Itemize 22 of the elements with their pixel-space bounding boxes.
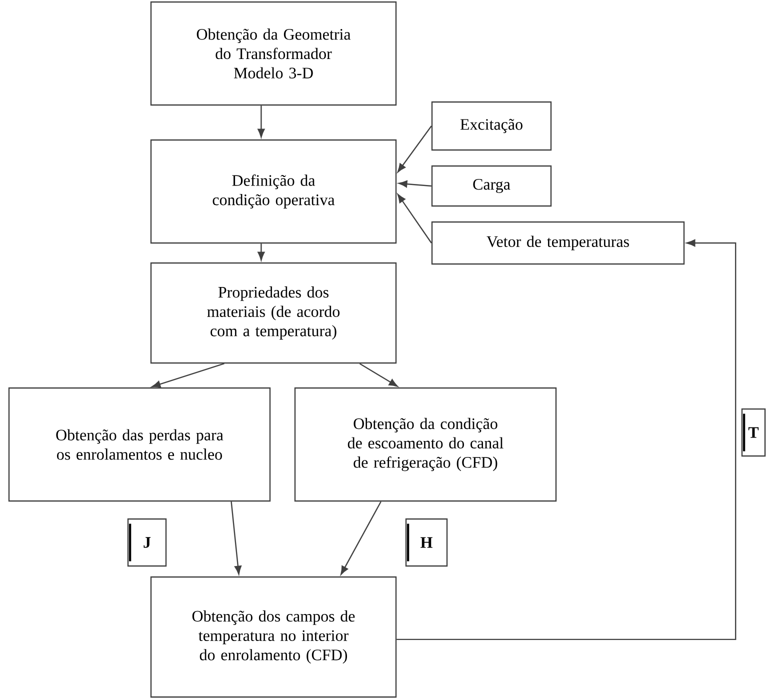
process-box: Carga [431,165,552,207]
letter-box: T [741,408,766,457]
process-box: Vetor de temperaturas [431,221,685,265]
process-box: Obtenção das perdas para os enrolamentos e nucleo [8,387,271,502]
process-box: Definição da condição operativa [150,139,397,244]
arrow [230,502,242,575]
letter-box: H [405,518,448,567]
process-box: Obtenção da condição de escoamento do canal de refrigeração (CFD) [294,387,557,502]
arrow [397,126,432,172]
arrow [398,180,432,188]
arrow [396,239,736,640]
letter-box: J [127,518,167,567]
arrow [152,363,224,388]
arrow [359,363,398,387]
process-box: Propriedades dos materiais (de acordo com a temperatura) [150,262,397,364]
arrow [258,106,265,138]
process-box: Obtenção da Geometria do Transformador Modelo 3-D [150,1,397,106]
arrow [397,194,432,244]
arrow [340,501,382,575]
process-box: Excitação [431,101,552,151]
process-box: Obtenção dos campos de temperatura no interior do enrolamento (CFD) [150,576,397,698]
arrow [258,244,265,261]
